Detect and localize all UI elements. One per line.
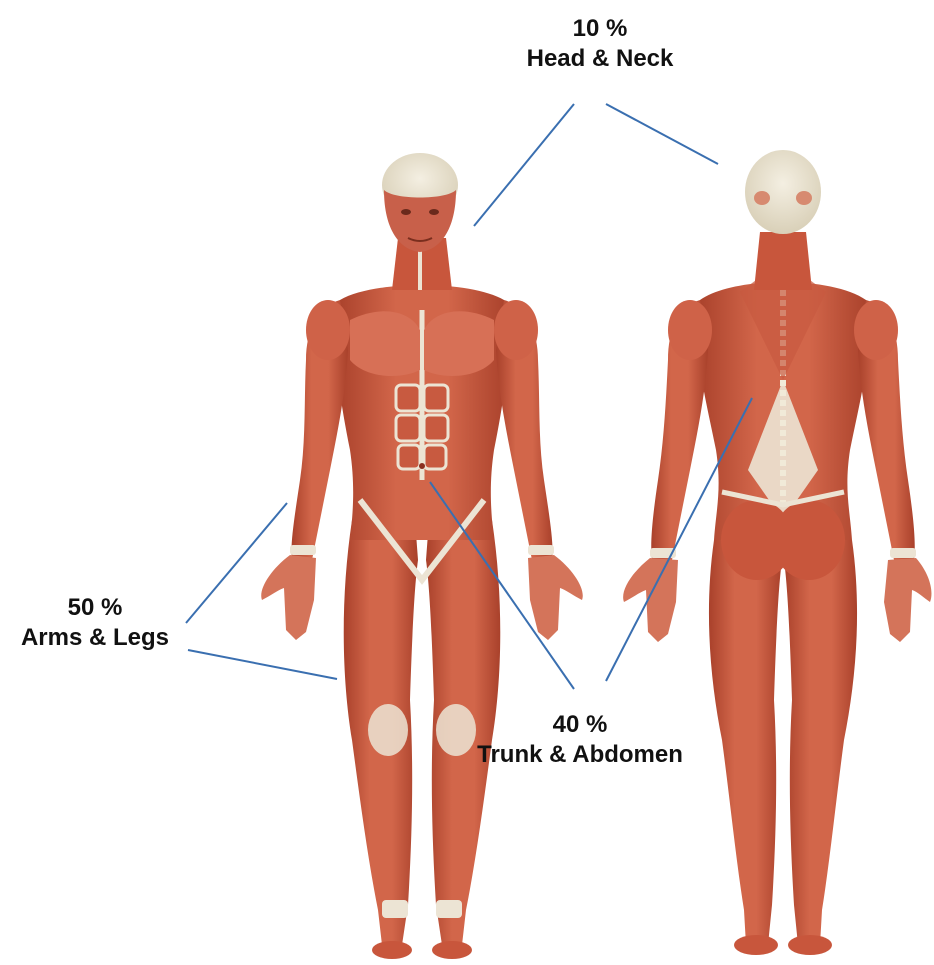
back-right-foot	[788, 935, 832, 955]
front-navel	[419, 463, 425, 469]
front-right-pec	[424, 311, 494, 376]
label-trunk-region: Trunk & Abdomen	[440, 740, 720, 770]
label-limbs-region: Arms & Legs	[0, 623, 190, 653]
front-left-deltoid	[306, 300, 350, 360]
back-right-wrist	[890, 548, 916, 558]
front-right-wrist	[528, 545, 554, 555]
back-left-foot	[734, 935, 778, 955]
leader-limbs-leg	[188, 650, 337, 679]
back-neck	[754, 232, 812, 290]
leader-head-front	[474, 104, 574, 226]
front-left-knee	[368, 704, 408, 756]
back-right-ear-muscle	[796, 191, 812, 205]
label-limbs-percent: 50 %	[0, 593, 190, 623]
front-left-eye	[401, 209, 411, 215]
front-left-pec	[350, 311, 420, 376]
front-right-eye	[429, 209, 439, 215]
front-right-deltoid	[494, 300, 538, 360]
back-left-ear-muscle	[754, 191, 770, 205]
back-right-leg	[784, 540, 857, 945]
front-right-foot	[432, 941, 472, 959]
back-left-hand	[623, 558, 678, 642]
back-right-deltoid	[854, 300, 898, 360]
label-trunk-abdomen: 40 % Trunk & Abdomen	[440, 710, 720, 770]
back-right-hand	[884, 558, 931, 642]
label-arms-legs: 50 % Arms & Legs	[0, 593, 190, 653]
front-left-hand	[261, 555, 316, 640]
back-left-deltoid	[668, 300, 712, 360]
label-head-percent: 10 %	[500, 14, 700, 44]
back-figure	[623, 150, 931, 955]
leader-head-back	[606, 104, 718, 164]
front-right-ankle	[436, 900, 462, 918]
label-head-region: Head & Neck	[500, 44, 700, 74]
front-left-wrist	[290, 545, 316, 555]
back-right-glute	[773, 500, 845, 580]
front-left-ankle	[382, 900, 408, 918]
front-left-foot	[372, 941, 412, 959]
back-skull	[745, 150, 821, 234]
leader-limbs-arm	[186, 503, 287, 623]
label-head-neck: 10 % Head & Neck	[500, 14, 700, 74]
front-right-hand	[528, 555, 583, 640]
front-figure	[261, 153, 583, 959]
label-trunk-percent: 40 %	[440, 710, 720, 740]
